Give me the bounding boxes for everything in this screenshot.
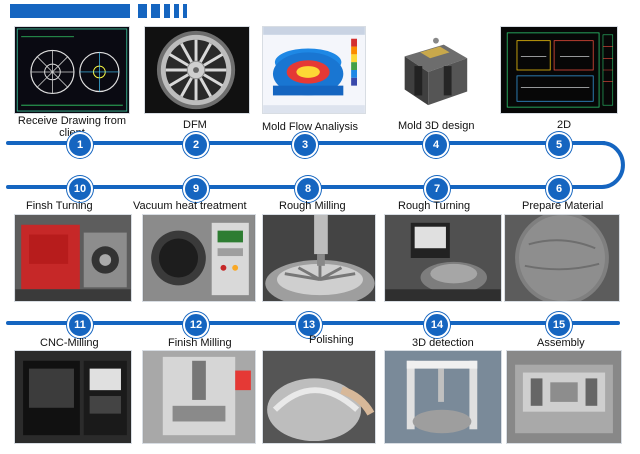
step-node-4: 4 <box>423 132 449 158</box>
photo-cnc-lathe <box>14 214 132 302</box>
step-node-12: 12 <box>183 312 209 338</box>
step-node-7: 7 <box>424 176 450 202</box>
photo-milling-machine <box>142 350 256 444</box>
step-node-5: 5 <box>546 132 572 158</box>
step-node-6: 6 <box>546 176 572 202</box>
photo-cnc-machining-center <box>14 350 132 444</box>
step-label-11: CNC-Milling <box>40 337 99 349</box>
step-label-2: DFM <box>183 119 207 131</box>
photo-assembled-mold <box>506 350 622 444</box>
photo-2d-drawing <box>500 26 618 114</box>
photo-milling-wheel-mold <box>262 214 376 302</box>
photo-mold-flow-simulation <box>262 26 366 114</box>
step-label-9: Vacuum heat treatment <box>133 200 247 212</box>
header-bar-square <box>151 4 160 18</box>
step-node-13: 13 <box>296 312 322 338</box>
photo-steel-plate <box>504 214 620 302</box>
step-node-8: 8 <box>295 176 321 202</box>
header-bar-square <box>138 4 147 18</box>
process-line-turn <box>596 141 625 189</box>
header-bar-square <box>164 4 170 18</box>
step-label-15: Assembly <box>537 337 585 349</box>
photo-alloy-wheel <box>144 26 250 114</box>
step-node-3: 3 <box>292 132 318 158</box>
photo-cmm-machine <box>384 350 502 444</box>
step-node-1: 1 <box>67 132 93 158</box>
step-node-11: 11 <box>67 312 93 338</box>
step-label-5: 2D <box>557 119 572 131</box>
step-label-3: Mold Flow Analiysis <box>262 121 358 133</box>
step-node-14: 14 <box>424 312 450 338</box>
step-label-8: Rough Milling <box>279 200 346 212</box>
step-label-4: Mold 3D design <box>398 120 475 132</box>
photo-vacuum-furnace <box>142 214 256 302</box>
photo-mold-3d-model <box>384 26 482 114</box>
photo-lathe-workpiece <box>384 214 502 302</box>
step-node-10: 10 <box>67 176 93 202</box>
step-node-2: 2 <box>183 132 209 158</box>
step-label-10: Finsh Turning <box>26 200 93 212</box>
photo-polishing-mold <box>262 350 376 444</box>
header-bar-main <box>10 4 130 18</box>
step-node-15: 15 <box>546 312 572 338</box>
step-label-12: Finish Milling <box>168 337 232 349</box>
step-label-7: Rough Turning <box>398 200 471 212</box>
step-label-13: Polishing <box>309 334 354 346</box>
step-label-6: Prepare Material <box>522 200 604 212</box>
header-bar-square <box>183 4 187 18</box>
step-label-14: 3D detection <box>412 337 474 349</box>
header-bar-square <box>174 4 179 18</box>
photo-cad-drawing <box>14 26 130 114</box>
step-node-9: 9 <box>183 176 209 202</box>
